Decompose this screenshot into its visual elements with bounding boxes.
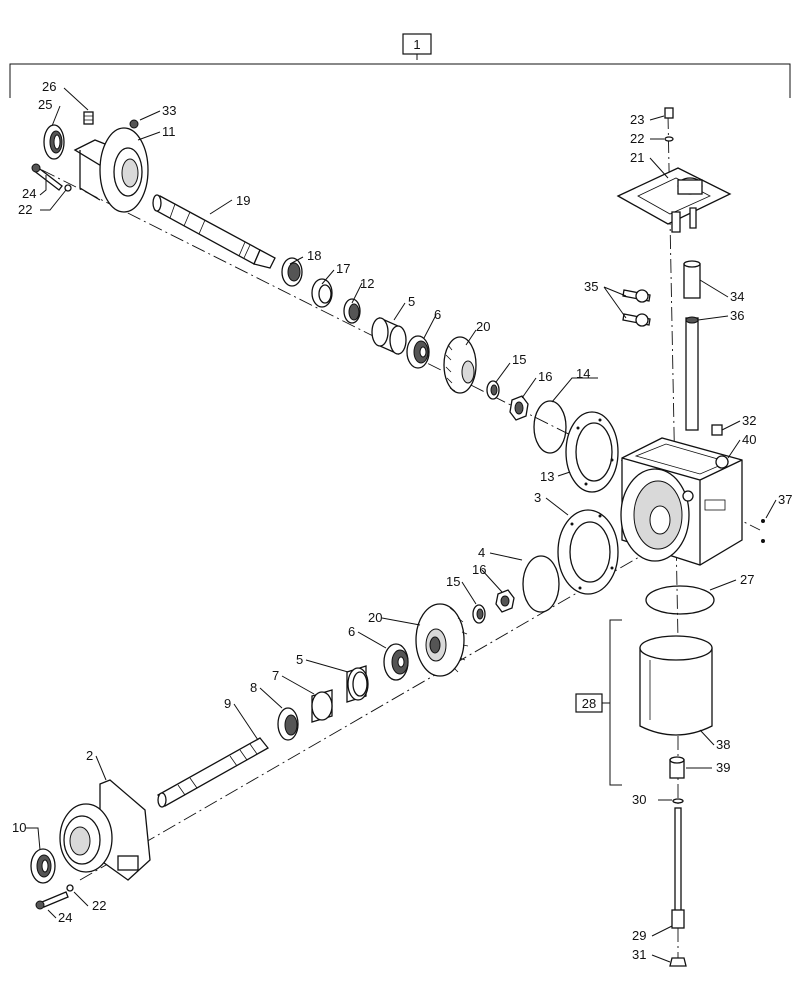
tube-36 [685, 316, 699, 431]
callout-19: 19 [236, 193, 250, 208]
callout-36: 36 [730, 308, 744, 323]
bolt-23 [664, 107, 674, 119]
callout-23: 23 [630, 112, 644, 127]
callout-26: 26 [42, 79, 56, 94]
washer-22-top [64, 184, 72, 192]
bearing-cup-5-bottom [346, 665, 369, 703]
callout-37: 37 [778, 492, 792, 507]
callout-11: 11 [162, 124, 176, 139]
callout-17: 17 [336, 261, 350, 276]
pins-35 [622, 289, 651, 327]
callout-22-bottom: 22 [92, 898, 106, 913]
callout-34: 34 [730, 289, 744, 304]
callout-27: 27 [740, 572, 754, 587]
callout-15-bottom: 15 [446, 574, 460, 589]
callout-21: 21 [630, 150, 644, 165]
washer-15-top [486, 380, 500, 400]
bearing-cone-18 [281, 257, 303, 287]
callout-16-bottom: 16 [472, 562, 486, 577]
cover-plate-21 [616, 167, 732, 233]
sleeve-34 [683, 260, 701, 299]
callout-29: 29 [632, 928, 646, 943]
callout-35: 35 [584, 279, 598, 294]
callout-4: 4 [478, 545, 485, 560]
plug-32 [711, 424, 723, 436]
callout-32: 32 [742, 413, 756, 428]
bolt-24-bottom [35, 891, 69, 910]
bearing-cup-17 [311, 278, 333, 308]
bevel-gear-20-bottom [415, 603, 469, 677]
callout-22-cover: 22 [630, 131, 644, 146]
bevel-gear-20-top [443, 336, 477, 394]
bearing-cup-5-top [371, 316, 407, 356]
bearing-cone-6-top [406, 335, 430, 369]
callout-14: 14 [576, 366, 590, 381]
callout-10: 10 [12, 820, 26, 835]
seal-10 [30, 848, 56, 884]
washer-22-cover [664, 136, 674, 142]
rod-29 [671, 807, 685, 929]
snap-ring-12 [343, 298, 361, 324]
callout-18: 18 [307, 248, 321, 263]
nut-31 [669, 957, 687, 967]
callout-12: 12 [360, 276, 374, 291]
washer-15-bottom [472, 604, 486, 624]
grease-fitting-26 [83, 111, 94, 125]
filter-cup-38 [639, 635, 713, 736]
assembly-label: 1 [413, 37, 420, 52]
callout-20-bottom: 20 [368, 610, 382, 625]
callout-5-top: 5 [408, 294, 415, 309]
bearing-cup-7 [311, 689, 333, 723]
callout-2: 2 [86, 748, 93, 763]
o-ring-27 [645, 585, 715, 615]
callout-5-bottom: 5 [296, 652, 303, 667]
callout-15-top: 15 [512, 352, 526, 367]
callout-20-top: 20 [476, 319, 490, 334]
washer-30 [672, 798, 684, 804]
washer-22-bottom [66, 884, 74, 892]
leader-lines [26, 87, 777, 963]
o-ring-14 [533, 400, 567, 454]
callout-39: 39 [716, 760, 730, 775]
callout-24-top: 24 [22, 186, 36, 201]
callout-7: 7 [272, 668, 279, 683]
nut-16-top [509, 395, 529, 421]
gasket-3 [557, 509, 619, 595]
callout-40: 40 [742, 432, 756, 447]
callout-labels: 26 25 33 11 24 22 19 18 17 12 5 6 20 15 … [12, 79, 792, 962]
callout-30: 30 [632, 792, 646, 807]
bearing-cone-8 [277, 707, 299, 741]
callout-13: 13 [540, 469, 554, 484]
gasket-13 [565, 411, 619, 493]
shaft-19 [152, 194, 276, 269]
callout-22-top: 22 [18, 202, 32, 217]
callout-6-bottom: 6 [348, 624, 355, 639]
gearbox-housing [620, 437, 743, 566]
callout-33: 33 [162, 103, 176, 118]
fitting-39 [669, 756, 685, 779]
callout-16-top: 16 [538, 369, 552, 384]
o-ring-4 [522, 555, 560, 613]
assembly-bracket: 1 [9, 33, 791, 98]
pin-37 [761, 519, 765, 543]
bearing-housing-11 [73, 127, 149, 213]
bearing-housing-2 [59, 779, 151, 881]
callout-24-bottom: 24 [58, 910, 72, 925]
callout-8: 8 [250, 680, 257, 695]
callout-25: 25 [38, 97, 52, 112]
bearing-cone-6-bottom [383, 643, 409, 681]
callout-6-top: 6 [434, 307, 441, 322]
callout-9: 9 [224, 696, 231, 711]
plug-33 [129, 119, 139, 129]
bolt-24-top [31, 163, 63, 191]
callout-31: 31 [632, 947, 646, 962]
seal-25 [43, 124, 65, 160]
shaft-9 [157, 737, 269, 808]
kit-bracket: 28 [575, 619, 622, 786]
nut-16-bottom [495, 589, 515, 613]
callout-38: 38 [716, 737, 730, 752]
callout-3: 3 [534, 490, 541, 505]
kit-label: 28 [582, 696, 596, 711]
